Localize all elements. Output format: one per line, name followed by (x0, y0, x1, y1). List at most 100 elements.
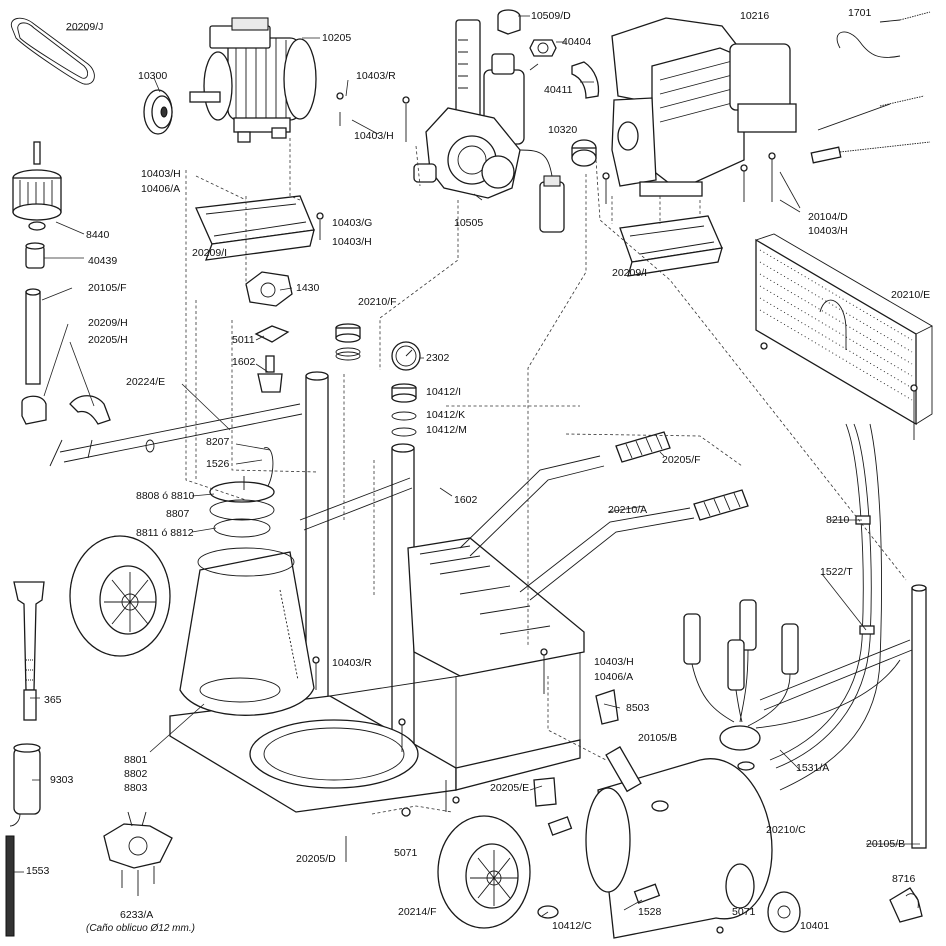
vacuum-gauge-part (391, 341, 421, 437)
handle-bar-part (49, 403, 303, 467)
tube-cap-part (335, 323, 361, 361)
pipe-parts-left (21, 242, 111, 425)
bolts-and-nuts (312, 92, 918, 934)
label-5071-right: 5071 (732, 906, 756, 918)
milking-cluster-part (683, 599, 913, 771)
label-10505: 10505 (454, 217, 484, 229)
coupling-part (571, 139, 597, 167)
electric-motor-part (143, 17, 317, 143)
label-10403-h-mid: 10403/H (332, 236, 372, 248)
label-10403-h-top: 10403/H (354, 130, 394, 142)
regulator-valve-part (245, 271, 293, 393)
label-2302: 2302 (426, 352, 450, 364)
label-20105-b-right: 20105/B (866, 838, 906, 850)
vacuum-tank-part (533, 689, 801, 939)
vertical-pipe-right (889, 584, 927, 923)
label-40411: 40411 (544, 84, 573, 96)
label-8807: 8807 (166, 508, 190, 520)
label-20209-h: 20209/H (88, 317, 128, 329)
leader-lines (14, 15, 920, 917)
label-20209-i-left: 20209/I (192, 247, 228, 259)
label-6233-a: 6233/A (120, 909, 154, 921)
label-10403-r-top: 10403/R (356, 70, 396, 82)
label-10403-h-right: 10403/H (808, 225, 848, 237)
label-20209-i-right: 20209/I (612, 267, 648, 279)
label-20205-h: 20205/H (88, 334, 128, 346)
label-10320: 10320 (548, 124, 578, 136)
vacuum-pump-part (413, 19, 565, 233)
label-10406-a-bot: 10406/A (594, 671, 634, 683)
label-8811-8812: 8811 ó 8812 (136, 527, 194, 539)
label-10401: 10401 (800, 920, 830, 932)
label-20210-e: 20210/E (891, 289, 931, 301)
label-8803: 8803 (124, 782, 148, 794)
label-8440: 8440 (86, 229, 110, 241)
assembly-alignment-lines (185, 138, 907, 815)
label-1430: 1430 (296, 282, 320, 294)
label-1602-left: 1602 (232, 356, 256, 368)
label-10403-h-bot: 10403/H (594, 656, 634, 668)
label-10509-d: 10509/D (531, 10, 571, 22)
label-20205-e: 20205/E (490, 782, 530, 794)
rotor-pulley-part (12, 141, 62, 231)
milking-bucket-part (179, 447, 315, 716)
pump-fittings-part (497, 9, 600, 99)
label-1531-a: 1531/A (796, 762, 830, 774)
label-20205-f: 20205/F (662, 454, 701, 466)
label-8207: 8207 (206, 436, 230, 448)
wheel-right-part (437, 815, 559, 929)
label-8802: 8802 (124, 768, 148, 780)
motor-mount-plate-right (619, 215, 723, 277)
label-8716: 8716 (892, 873, 916, 885)
label-20214-f: 20214/F (398, 906, 437, 918)
label-9303: 9303 (50, 774, 74, 786)
label-10412-c: 10412/C (552, 920, 592, 932)
label-365: 365 (44, 694, 62, 706)
cleaning-brushes-part (810, 11, 931, 164)
label-40404: 40404 (562, 36, 592, 48)
label-1526: 1526 (206, 458, 230, 470)
label-8503: 8503 (626, 702, 650, 714)
label-20205-d: 20205/D (296, 853, 336, 865)
label-10403-h-left: 10403/H (141, 168, 181, 180)
label-10216: 10216 (740, 10, 770, 22)
label-cano-oblicuo: (Caño oblicuo Ø12 mm.) (86, 923, 195, 934)
motor-mount-plate-left (195, 195, 315, 261)
label-10412-m: 10412/M (426, 424, 467, 436)
label-8808-8810: 8808 ó 8810 (136, 490, 195, 502)
label-10403-r-bot: 10403/R (332, 657, 372, 669)
label-8210: 8210 (826, 514, 850, 526)
label-20210-c: 20210/C (766, 824, 806, 836)
label-1602-right: 1602 (454, 494, 478, 506)
label-5011: 5011 (232, 334, 255, 346)
label-5071-left: 5071 (394, 847, 418, 859)
belt-part (10, 17, 95, 85)
long-hose-part (769, 423, 882, 791)
label-20210-a: 20210/A (608, 504, 648, 516)
label-20105-f: 20105/F (88, 282, 127, 294)
label-10412-i: 10412/I (426, 386, 462, 398)
label-1522-t: 1522/T (820, 566, 853, 578)
label-40439: 40439 (88, 255, 118, 267)
label-20224-e: 20224/E (126, 376, 166, 388)
label-10300: 10300 (138, 70, 168, 82)
label-8801: 8801 (124, 754, 148, 766)
left-column-parts (5, 581, 173, 937)
label-10403-g: 10403/G (332, 217, 373, 229)
trolley-frame-part (169, 371, 749, 813)
label-10412-k: 10412/K (426, 409, 466, 421)
petrol-engine-part (611, 17, 797, 197)
wheel-left-part (69, 535, 171, 657)
label-1553: 1553 (26, 865, 50, 877)
label-20210-f: 20210/F (358, 296, 397, 308)
label-20105-b-mid: 20105/B (638, 732, 678, 744)
label-10205: 10205 (322, 32, 352, 44)
label-20104-d: 20104/D (808, 211, 848, 223)
label-20209-j: 20209/J (66, 21, 104, 33)
engine-guard-part (755, 233, 933, 426)
label-10406-a-left: 10406/A (141, 183, 181, 195)
label-1528: 1528 (638, 906, 662, 918)
label-1701: 1701 (848, 7, 872, 19)
